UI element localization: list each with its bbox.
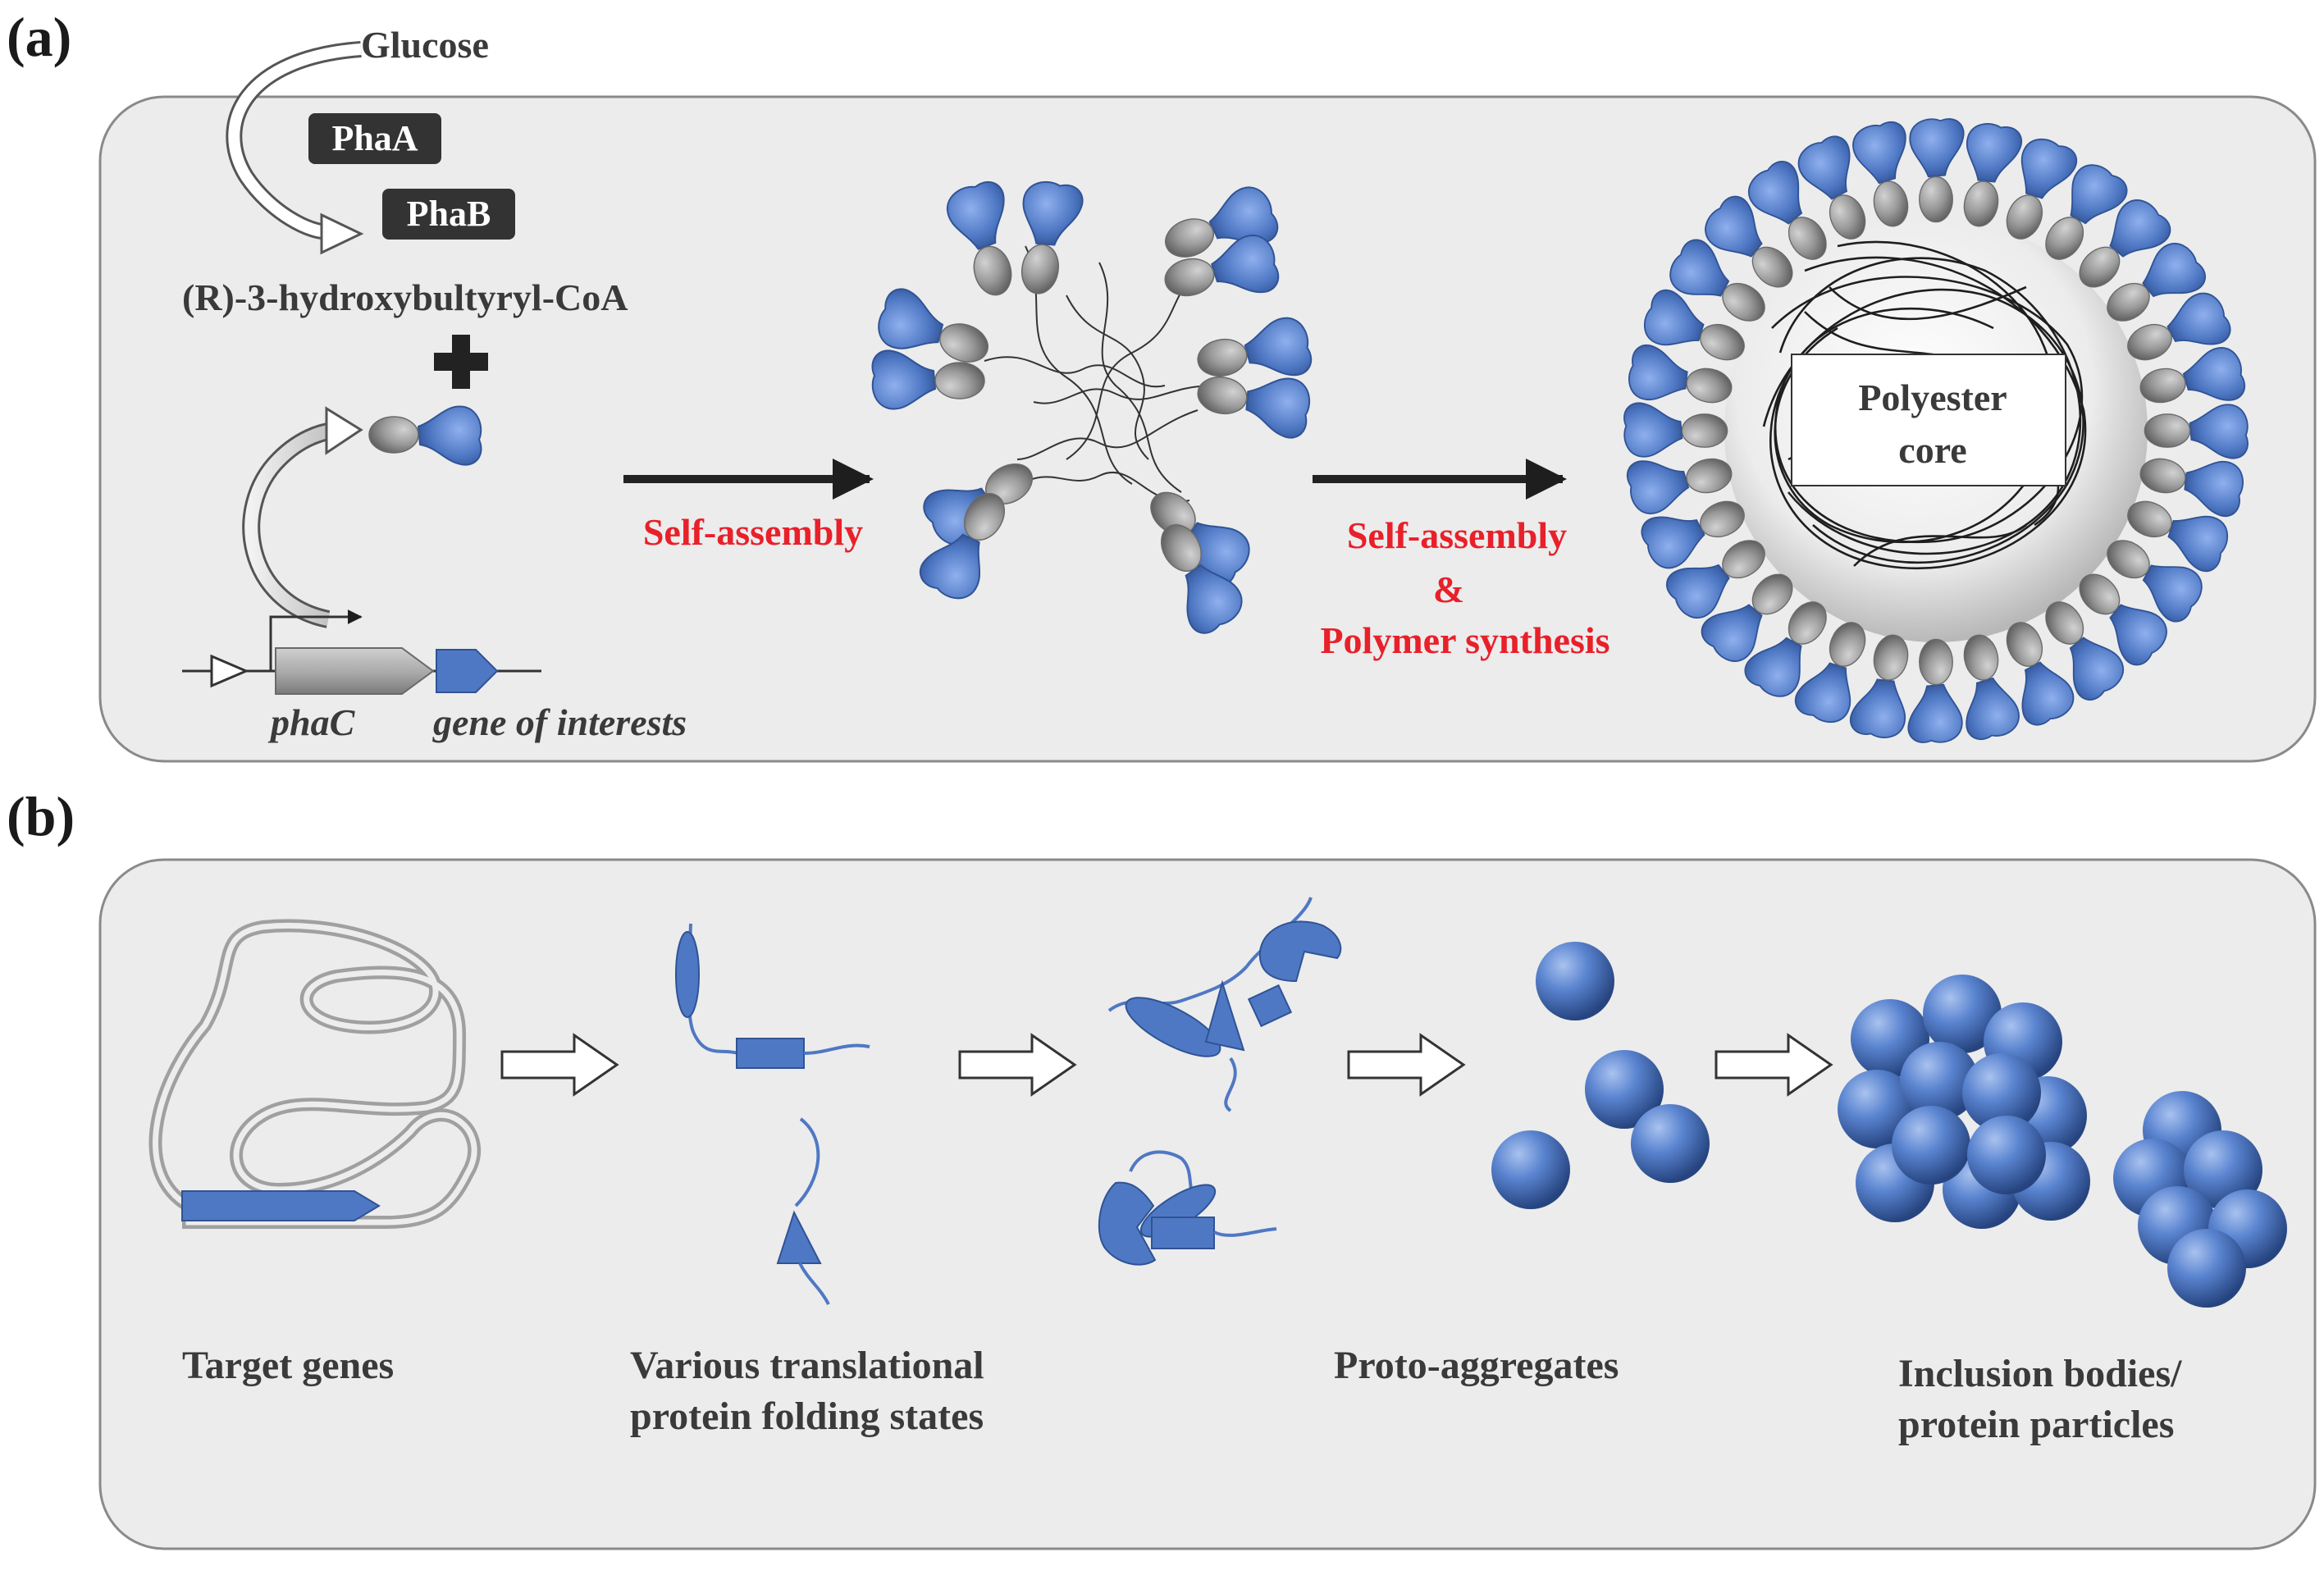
- self-assembly-2-label: Self-assembly: [1347, 514, 1567, 556]
- stage-arrow-3: [1347, 1033, 1466, 1097]
- gene-of-interest-label: gene of interests: [432, 701, 687, 743]
- expression-arrow-head: [325, 406, 363, 455]
- panel-a: (a) Glucose PhaA PhaB (R)-3-hydroxybulty…: [7, 6, 2317, 763]
- glucose-label: Glucose: [361, 24, 489, 66]
- protein-oligomer-cluster: [871, 177, 1315, 640]
- panel-a-label: (a): [7, 6, 71, 68]
- stage-arrow-2: [958, 1033, 1077, 1097]
- ampersand-label: &: [1433, 568, 1464, 610]
- panel-b-label: (b): [7, 785, 75, 847]
- stage-4-label-line2: protein particles: [1898, 1403, 2174, 1446]
- stage-3-label: Proto-aggregates: [1334, 1344, 1619, 1387]
- plus-icon: [434, 335, 488, 389]
- core-label-box: [1791, 354, 2066, 486]
- partial-aggregates: [1098, 897, 1342, 1266]
- glucose-arrow-head: [320, 212, 364, 255]
- stage-2-label-line2: protein folding states: [630, 1395, 984, 1438]
- stage-4-label-line1: Inclusion bodies/: [1898, 1352, 2182, 1395]
- promoter-icon: [210, 654, 249, 688]
- target-gene-loop: [148, 919, 482, 1229]
- transcription-start-arrow: [269, 609, 363, 671]
- phac-gene-block: [275, 647, 435, 695]
- phab-badge: PhaB: [382, 189, 515, 240]
- self-assembly-label: Self-assembly: [643, 511, 863, 553]
- gene-construct: [182, 609, 541, 695]
- folding-states: [675, 923, 870, 1305]
- stage-2-label-line1: Various translational: [630, 1344, 984, 1387]
- gene-of-interest-block: [436, 649, 499, 693]
- polymer-synthesis-label: Polymer synthesis: [1320, 619, 1609, 661]
- panel-b: (b) Target genes: [7, 785, 2317, 1550]
- phac-label: phaC: [267, 701, 356, 743]
- stage-arrow-1: [500, 1033, 619, 1097]
- target-gene-block: [181, 1190, 381, 1221]
- phab-label: PhaB: [407, 194, 491, 234]
- phaa-label: PhaA: [331, 118, 418, 158]
- core-label-line2: core: [1898, 429, 1966, 471]
- core-label-line1: Polyester: [1858, 377, 2007, 418]
- phaa-badge: PhaA: [308, 113, 441, 164]
- substrate-label: (R)-3-hydroxybultyryl-CoA: [182, 276, 628, 318]
- stage-1-label: Target genes: [182, 1344, 394, 1387]
- polyester-bead: Polyester core: [1623, 118, 2249, 743]
- stage-arrow-4: [1714, 1033, 1833, 1097]
- stage-arrows: [500, 1033, 1833, 1097]
